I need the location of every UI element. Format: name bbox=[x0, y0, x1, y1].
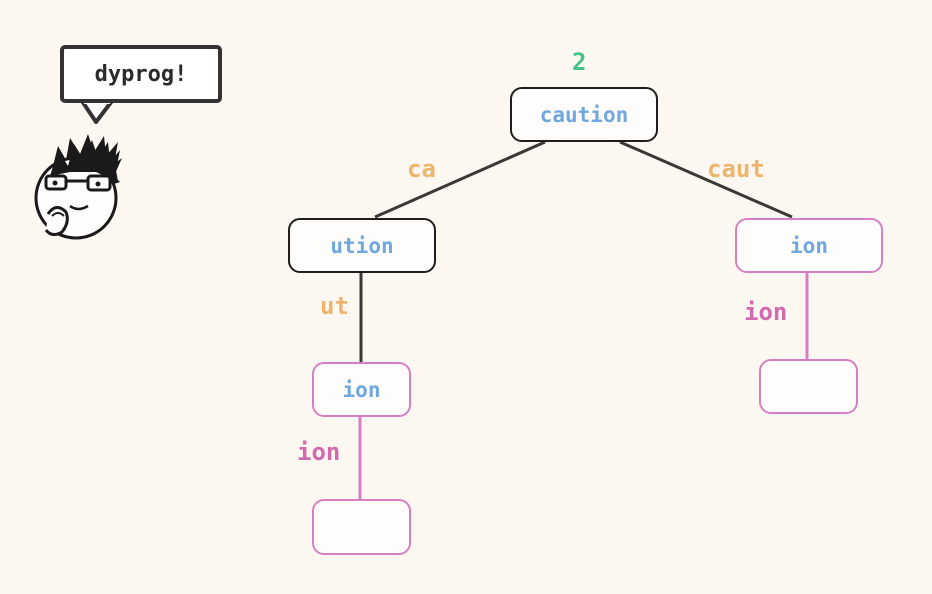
node-left: ution bbox=[288, 218, 436, 273]
node-left-child: ion bbox=[312, 362, 411, 417]
node-root: caution bbox=[510, 87, 658, 142]
edge-label-caut: caut bbox=[707, 155, 765, 183]
root-count: 2 bbox=[572, 48, 587, 76]
node-left-leaf bbox=[312, 499, 411, 555]
node-right: ion bbox=[735, 218, 883, 273]
node-right-label: ion bbox=[790, 233, 828, 258]
node-left-label: ution bbox=[330, 233, 394, 258]
edge-root-left bbox=[374, 140, 546, 219]
edge-root-right bbox=[619, 140, 793, 219]
speech-bubble-text: dyprog! bbox=[94, 61, 188, 87]
edge-label-ion-left: ion bbox=[297, 438, 341, 466]
edge-label-ca: ca bbox=[407, 155, 436, 183]
edge-label-ion-right: ion bbox=[744, 298, 788, 326]
edge-label-ut: ut bbox=[320, 292, 349, 320]
speech-bubble: dyprog! bbox=[60, 45, 222, 103]
node-right-leaf bbox=[759, 359, 858, 414]
node-left-child-label: ion bbox=[342, 377, 381, 402]
node-root-label: caution bbox=[539, 102, 629, 127]
